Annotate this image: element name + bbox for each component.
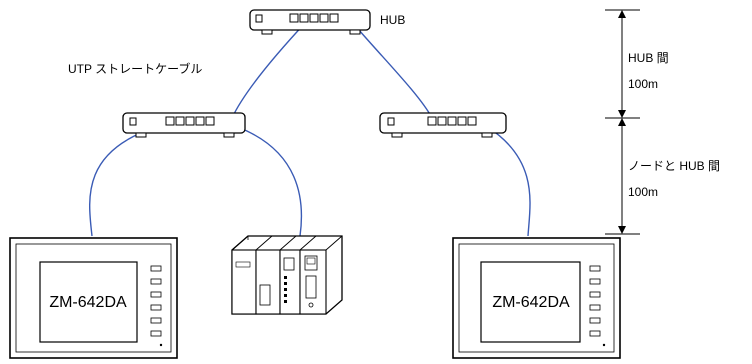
hmi-panel-left — [9, 237, 178, 359]
cable-left-hub-to-plc — [234, 125, 303, 237]
hub-left — [122, 112, 246, 138]
node-span-label: ノードと HUB 間 — [628, 159, 720, 173]
cable-left-hub-to-hmi-left — [89, 125, 161, 237]
distance-dimension — [605, 9, 640, 235]
cable-top-hub-to-left-hub — [231, 21, 307, 119]
hmi-left-model: ZM-642DA — [49, 294, 127, 311]
hub-right — [379, 112, 507, 138]
plc-unit — [231, 235, 343, 315]
hub-label: HUB — [380, 13, 405, 27]
hmi-panel-right — [452, 237, 621, 359]
cable-label: UTP ストレートケーブル — [68, 61, 202, 76]
hmi-right-model: ZM-642DA — [492, 294, 570, 311]
node-span-value: 100m — [628, 185, 658, 199]
hub-top — [249, 9, 371, 35]
utp-cables — [89, 21, 531, 237]
cable-top-hub-to-right-hub — [351, 21, 433, 119]
cable-right-hub-to-hmi-right — [485, 125, 531, 237]
hub-span-label: HUB 間 — [628, 51, 669, 65]
hub-span-value: 100m — [628, 77, 658, 91]
